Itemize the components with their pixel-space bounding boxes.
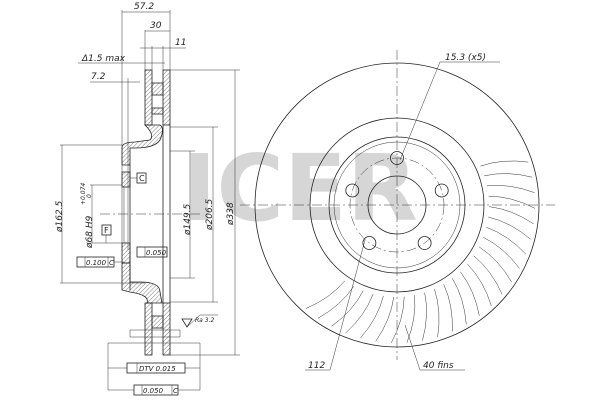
dim-disc-thickness: 30 [150, 21, 162, 31]
fin [486, 227, 527, 255]
bolt-hole [362, 236, 377, 250]
svg-text:ICER: ICER [182, 135, 417, 242]
fins-label: 40 fins [423, 361, 454, 371]
parallelism-value: 0.100 [86, 259, 107, 267]
dim-friction-inner-diameter: ø206.5 [205, 198, 215, 231]
bore-tol-lower: 0 [86, 194, 93, 198]
fin [360, 295, 384, 339]
svg-text:C: C [173, 387, 178, 395]
dim-vent-width: 11 [175, 38, 186, 48]
fin [434, 288, 440, 337]
fin [305, 280, 346, 309]
bolt-hole [390, 151, 404, 165]
fin [488, 216, 531, 240]
fin [375, 296, 395, 342]
bolt-hole [417, 236, 432, 250]
bolt-holes [345, 151, 449, 250]
section-view: 57.2 30 11 Δ1.5 max 7.2 ø162.5 ø68 H9 +0… [55, 2, 240, 396]
svg-text:C: C [109, 259, 114, 267]
bore-tol-upper: +0.074 [80, 183, 87, 205]
fin [452, 278, 467, 325]
fin [406, 295, 416, 343]
fin [488, 206, 534, 225]
fin [480, 160, 529, 167]
cooling-fins [305, 160, 536, 343]
dim-bore: ø68 H9 [85, 215, 95, 249]
bolt-circle-label: 112 [308, 361, 325, 371]
fin [473, 255, 503, 295]
fin [486, 185, 535, 193]
fin [467, 263, 492, 306]
fin [488, 195, 536, 209]
dim-thickness-variation: Δ1.5 max [81, 54, 126, 64]
fin [331, 290, 364, 327]
fin [478, 246, 512, 283]
runout-value: 0.050 [143, 387, 164, 395]
bolt-hole [345, 183, 360, 198]
fin [484, 173, 533, 178]
dim-hub-diameter: ø162.5 [55, 200, 65, 233]
front-view: 15.3 (x5) 112 40 fins [240, 50, 555, 371]
datum-f: F [104, 226, 109, 235]
dim-inner-diameter: ø149.5 [183, 203, 193, 236]
datum-c: C [139, 174, 145, 183]
fin [422, 292, 427, 341]
dtv-value: DTV 0.015 [139, 365, 176, 373]
roughness-label: Ra 3.2 [195, 317, 214, 324]
bolt-hole [434, 183, 449, 198]
fin [391, 296, 405, 343]
fin [443, 284, 453, 332]
icer-watermark: ICER [182, 135, 417, 242]
fin [345, 293, 374, 334]
fin [483, 236, 520, 269]
dim-overall-width: 57.2 [134, 2, 154, 12]
bolt-hole-label: 15.3 (x5) [445, 53, 486, 63]
fin [460, 271, 480, 316]
dim-hub-thickness: 7.2 [91, 72, 106, 82]
dim-outer-diameter: ø338 [226, 202, 236, 226]
flatness-value: 0.050 [146, 249, 167, 257]
